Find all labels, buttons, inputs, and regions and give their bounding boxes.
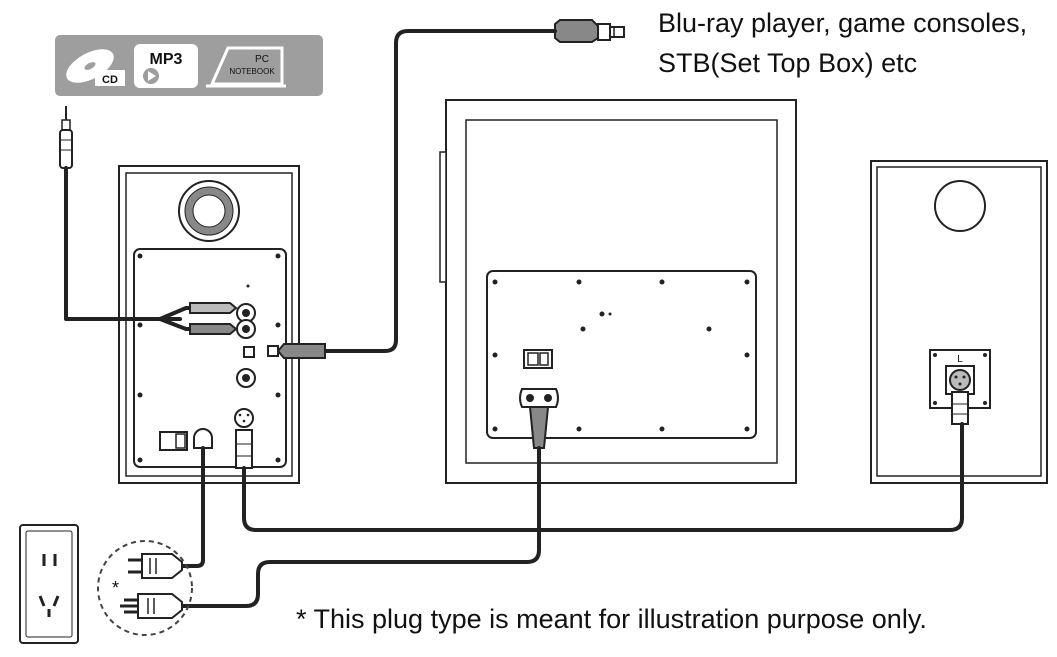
optical-source-line1: Blu-ray player, game consoles, [658,8,1027,38]
cd-icon: CD [66,49,125,86]
plug-asterisk: * [112,578,119,598]
speaker-cable [235,391,969,532]
source-label-panel: CD MP3 PC NOTEBOOK [55,35,323,96]
channel-label: L [957,354,963,365]
plug-illustration: * [97,540,193,636]
footnote: * This plug type is meant for illustrati… [296,604,927,634]
subwoofer-power-cable [178,406,550,608]
optical-cable [267,29,557,359]
notebook-text: NOTEBOOK [229,67,275,76]
subwoofer [439,99,797,484]
speaker-out-port [234,408,254,428]
pc-text: PC [255,54,269,65]
optical-input-port [243,346,255,358]
optical-plug-top [554,19,625,43]
cd-text: CD [102,74,118,86]
mp3-icon: MP3 [134,44,198,88]
wall-outlet [19,524,79,644]
rca-cable [64,166,238,335]
aux-jack-plug [59,106,73,169]
active-speaker [118,165,300,484]
subwoofer-power-inlet [519,388,559,408]
left-power-cable [178,446,205,568]
mp3-text: MP3 [150,51,183,68]
pc-notebook-icon: PC NOTEBOOK [206,46,286,88]
power-inlet [193,428,213,449]
passive-speaker: L [870,160,1048,484]
optical-source-line2: STB(Set Top Box) etc [658,48,917,78]
